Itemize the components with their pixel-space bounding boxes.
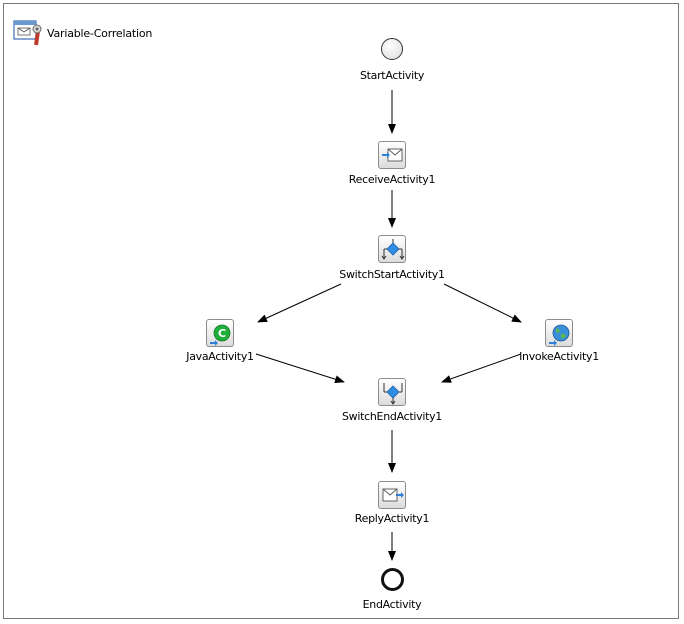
process-settings-icon (13, 20, 42, 46)
receive-activity-label: ReceiveActivity1 (348, 173, 436, 186)
switch-end-activity-label: SwitchEndActivity1 (341, 410, 443, 423)
diagram-canvas[interactable]: Variable-Correlation StartActivity Recei… (3, 3, 679, 619)
svg-text:C: C (218, 327, 226, 340)
switch-start-activity-label: SwitchStartActivity1 (339, 268, 445, 281)
start-activity-label: StartActivity (359, 69, 425, 82)
invoke-activity-label: InvokeActivity1 (519, 350, 599, 363)
process-title-text: Variable-Correlation (47, 26, 153, 40)
receive-envelope-icon[interactable] (378, 141, 406, 169)
edge-switch-start-to-java[interactable] (257, 283, 342, 323)
reply-activity-label: ReplyActivity1 (354, 512, 430, 525)
switch-start-icon[interactable] (378, 235, 406, 263)
edge-switch-start-to-invoke[interactable] (443, 283, 522, 323)
process-title: Variable-Correlation (13, 19, 152, 47)
java-activity-icon[interactable]: C (206, 319, 234, 347)
switch-end-icon[interactable] (378, 378, 406, 406)
reply-envelope-icon[interactable] (378, 481, 406, 509)
java-activity-label: JavaActivity1 (186, 350, 254, 363)
start-circle-icon[interactable] (381, 38, 403, 60)
invoke-globe-icon[interactable] (545, 319, 573, 347)
edge-invoke-to-switch-end[interactable] (441, 353, 522, 383)
edge-java-to-switch-end[interactable] (255, 353, 345, 384)
end-activity-label: EndActivity (362, 598, 422, 611)
connection-layer (255, 90, 522, 561)
end-circle-icon[interactable] (381, 568, 404, 591)
